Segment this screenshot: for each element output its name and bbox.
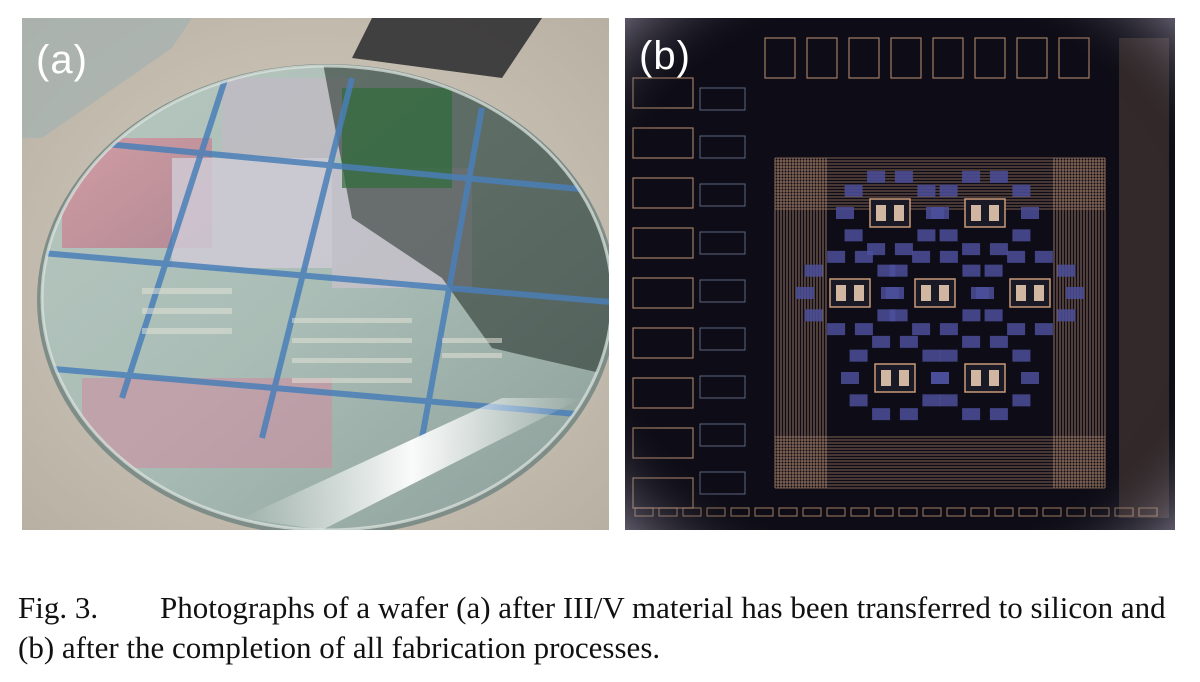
- caption-text: Photographs of a wafer (a) after III/V m…: [18, 590, 1166, 665]
- wafer-photo-illustration: [22, 18, 609, 530]
- panel-b-label: (b): [639, 34, 691, 78]
- figure-caption: Fig. 3.Photographs of a wafer (a) after …: [18, 588, 1188, 668]
- chip-photo-illustration: [625, 18, 1175, 530]
- panel-a-label: (a): [36, 38, 88, 82]
- chip-photo-panel-b: (b): [625, 18, 1175, 530]
- figure-number: Fig. 3.: [18, 590, 99, 625]
- wafer-photo-panel-a: (a): [22, 18, 609, 530]
